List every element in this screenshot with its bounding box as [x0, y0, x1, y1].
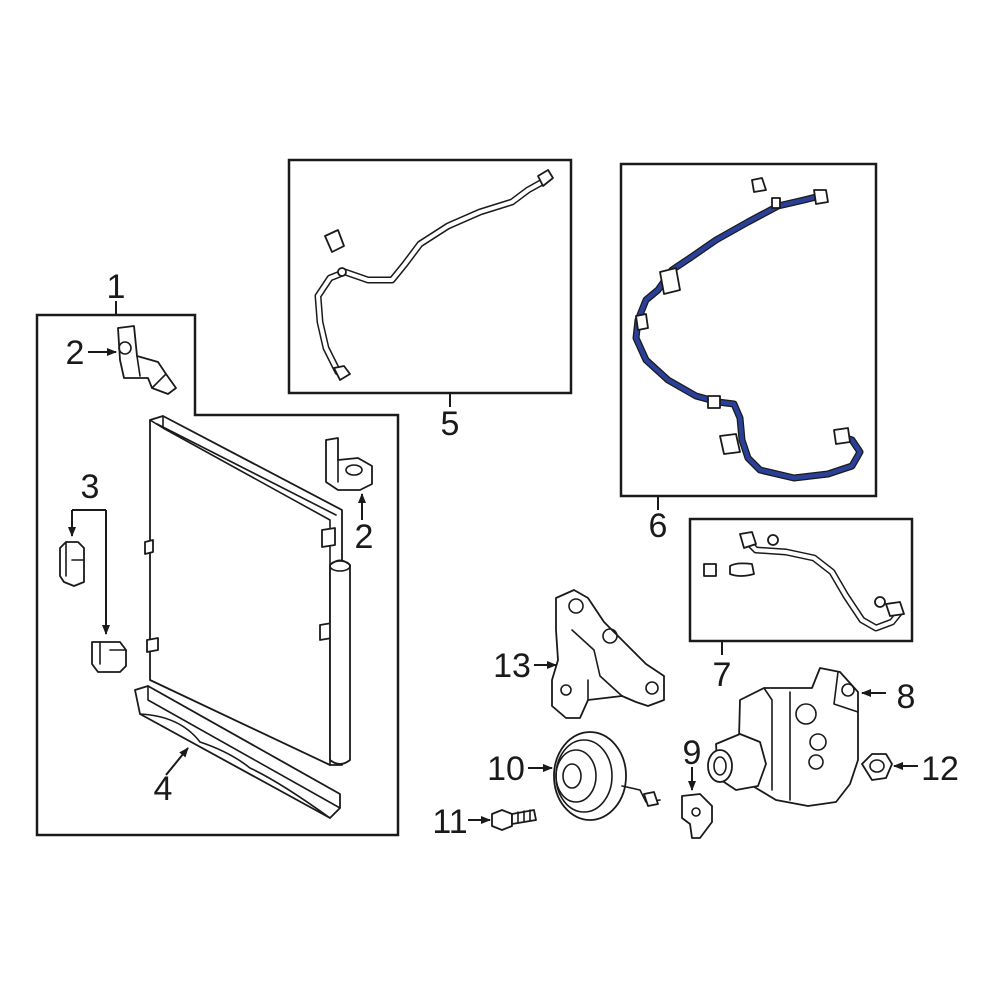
- callout-7[interactable]: 7: [713, 656, 732, 694]
- callout-11[interactable]: 11: [432, 803, 467, 841]
- liquid-line-part[interactable]: [703, 531, 905, 632]
- upper-bracket-part[interactable]: [117, 325, 177, 395]
- compressor-part[interactable]: [707, 667, 859, 807]
- upper-clip-part[interactable]: [59, 541, 85, 587]
- discharge-line-box: [287, 158, 573, 395]
- sensor-bracket-part[interactable]: [681, 793, 713, 839]
- condenser-assembly-box: [35, 313, 400, 837]
- clutch-bolt-part[interactable]: [491, 809, 537, 831]
- callout-10[interactable]: 10: [487, 750, 525, 788]
- callout-2a[interactable]: 2: [66, 334, 85, 372]
- condenser-core-part[interactable]: [144, 415, 343, 766]
- lower-clip-part[interactable]: [91, 641, 127, 673]
- callout-12[interactable]: 12: [921, 750, 959, 788]
- clutch-part[interactable]: [553, 731, 661, 821]
- nut-part[interactable]: [861, 753, 893, 781]
- callout-4[interactable]: 4: [154, 770, 173, 808]
- discharge-line-part[interactable]: [314, 169, 554, 381]
- callout-1[interactable]: 1: [107, 268, 126, 306]
- callout-9[interactable]: 9: [683, 734, 702, 772]
- compressor-bracket-part[interactable]: [551, 589, 665, 719]
- callout-13[interactable]: 13: [493, 647, 531, 685]
- lower-seal-part[interactable]: [134, 685, 341, 819]
- lower-bracket-part[interactable]: [325, 437, 373, 491]
- callout-8[interactable]: 8: [897, 678, 916, 716]
- suction-hose-part[interactable]: [632, 177, 864, 482]
- callout-5[interactable]: 5: [441, 405, 460, 443]
- receiver-drier-tank-part[interactable]: [329, 559, 351, 765]
- suction-hose-box: [619, 162, 878, 498]
- liquid-line-box: [688, 517, 914, 643]
- callout-3[interactable]: 3: [81, 468, 100, 506]
- callout-4-leader: [165, 747, 189, 776]
- callout-2b[interactable]: 2: [355, 518, 374, 556]
- callout-6[interactable]: 6: [649, 507, 668, 545]
